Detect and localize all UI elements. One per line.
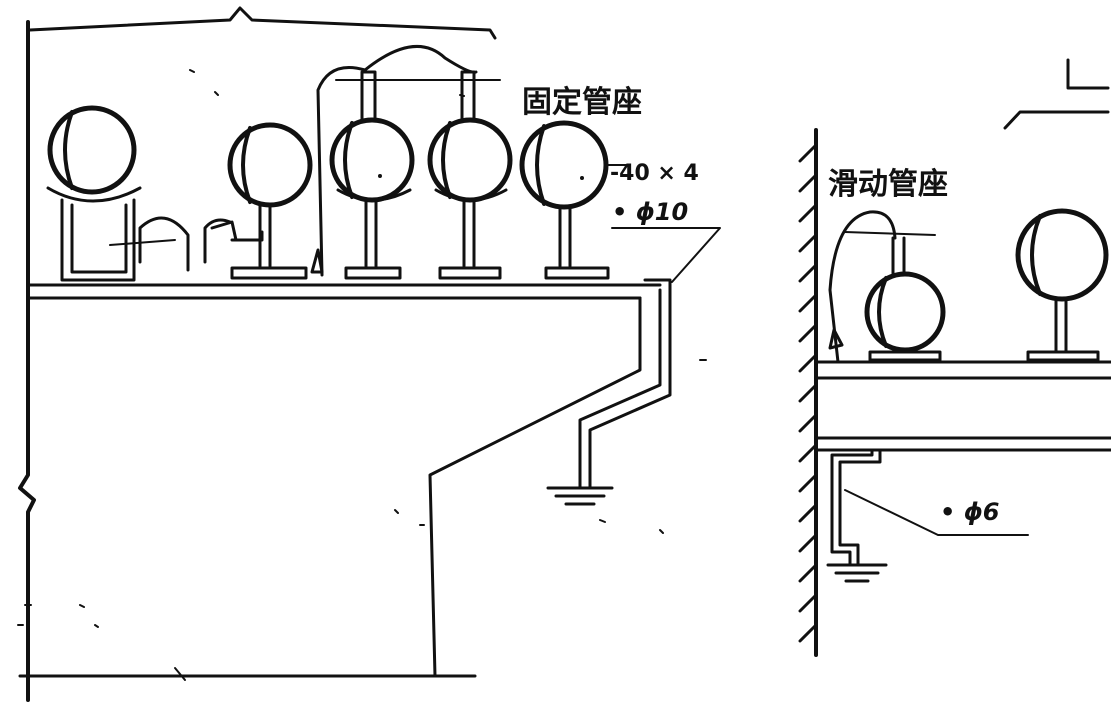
label-rod-left: • ϕ10: [612, 198, 688, 226]
left-pipes: [46, 44, 631, 282]
label-sliding-support: 滑动管座: [828, 167, 948, 202]
sliding-jumper-end: [828, 328, 844, 350]
loop-jumper-end: [310, 248, 324, 274]
right-top-mark: [1066, 58, 1110, 90]
ground-conductor-right-inner: [830, 448, 874, 567]
pipe-5: [519, 120, 631, 280]
pipe-3: [329, 70, 415, 280]
jumper-1-arrow: [109, 239, 176, 246]
ground-symbol-left: [546, 486, 614, 506]
bracket-outline: [428, 296, 642, 678]
pipe-dot-2: [580, 176, 584, 180]
pipe-dot: [378, 174, 382, 178]
sliding-jumper-arrow: [844, 231, 936, 236]
jumper-1: [138, 216, 190, 272]
pipe-4: [427, 70, 513, 280]
ground-conductor-inner: [578, 288, 662, 490]
lower-tray: [814, 436, 1111, 452]
top-brace: [28, 6, 497, 40]
sliding-jumper: [828, 210, 897, 364]
ground-conductor-right: [838, 448, 882, 567]
pipe-7: [1015, 208, 1109, 362]
bottom-break-mark: [174, 667, 186, 681]
label-fixed-support: 固定管座: [522, 85, 642, 120]
label-rod-right: • ϕ6: [940, 498, 1000, 526]
wall-hatch: [798, 143, 818, 643]
ground-symbol-right: [826, 563, 888, 583]
pipe-2: [203, 122, 313, 280]
upper-tray: [814, 360, 1111, 380]
pipe-1: [46, 105, 142, 282]
pipe-6: [864, 236, 946, 362]
leader-line-right: [844, 489, 1029, 536]
left-boundary-line: [18, 20, 36, 702]
right-structure: [798, 58, 1111, 657]
loop-jumper: [316, 44, 478, 277]
ground-conductor: [588, 278, 672, 490]
right-top-leader: [1003, 110, 1110, 130]
label-flat-steel: -40 × 4: [610, 161, 699, 186]
right-pipes: [828, 208, 1109, 364]
leader-line-left: [611, 227, 721, 283]
